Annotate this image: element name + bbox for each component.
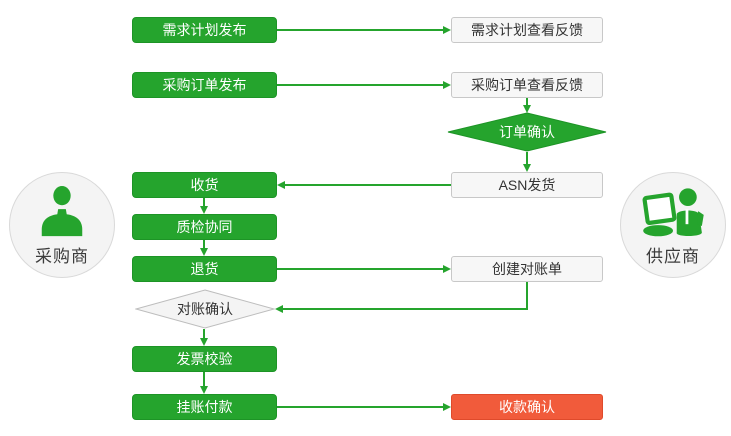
arrow-po-publish-to-feedback: [277, 81, 451, 89]
node-create-statement: 创建对账单: [451, 256, 603, 282]
diamond-shape-green: [447, 112, 607, 152]
node-demand-plan-publish: 需求计划发布: [132, 17, 277, 43]
supplier-actor: 供应商: [620, 172, 726, 278]
decision-label: 订单确认: [499, 124, 555, 140]
buyer-actor: 采购商: [9, 172, 115, 278]
decision-order-confirmation: 订单确认: [447, 112, 607, 152]
node-receive-goods: 收货: [132, 172, 277, 198]
node-purchase-order-publish: 采购订单发布: [132, 72, 277, 98]
decision-reconciliation-confirmation: 对账确认: [135, 289, 275, 329]
arrow-receive-to-quality: [200, 198, 208, 214]
node-purchase-order-feedback: 采购订单查看反馈: [451, 72, 603, 98]
diamond-shape-gray: [135, 289, 275, 329]
buyer-label: 采购商: [35, 247, 89, 266]
supplier-person-laptop-icon: [642, 188, 704, 237]
arrow-statement-to-recon-confirm: [275, 282, 528, 313]
node-quality-collaboration: 质检协同: [132, 214, 277, 240]
node-account-payment: 挂账付款: [132, 394, 277, 420]
node-invoice-verification: 发票校验: [132, 346, 277, 372]
arrow-po-feedback-to-order-confirm: [523, 98, 531, 113]
arrow-order-confirm-to-asn: [523, 152, 531, 172]
buyer-person-icon: [41, 186, 83, 237]
arrow-invoice-to-payment: [200, 372, 208, 394]
node-asn-shipment: ASN发货: [451, 172, 603, 198]
arrow-return-to-statement: [277, 265, 451, 273]
node-receipt-confirmation: 收款确认: [451, 394, 603, 420]
node-return-goods: 退货: [132, 256, 277, 282]
decision-label: 对账确认: [177, 301, 233, 317]
arrow-recon-confirm-to-invoice: [200, 329, 208, 346]
arrow-asn-to-receive: [277, 181, 451, 189]
arrow-demand-publish-to-feedback: [277, 26, 451, 34]
supplier-label: 供应商: [646, 247, 700, 266]
arrow-quality-to-return: [200, 240, 208, 256]
node-demand-plan-feedback: 需求计划查看反馈: [451, 17, 603, 43]
arrow-payment-to-receipt-confirm: [277, 403, 451, 411]
